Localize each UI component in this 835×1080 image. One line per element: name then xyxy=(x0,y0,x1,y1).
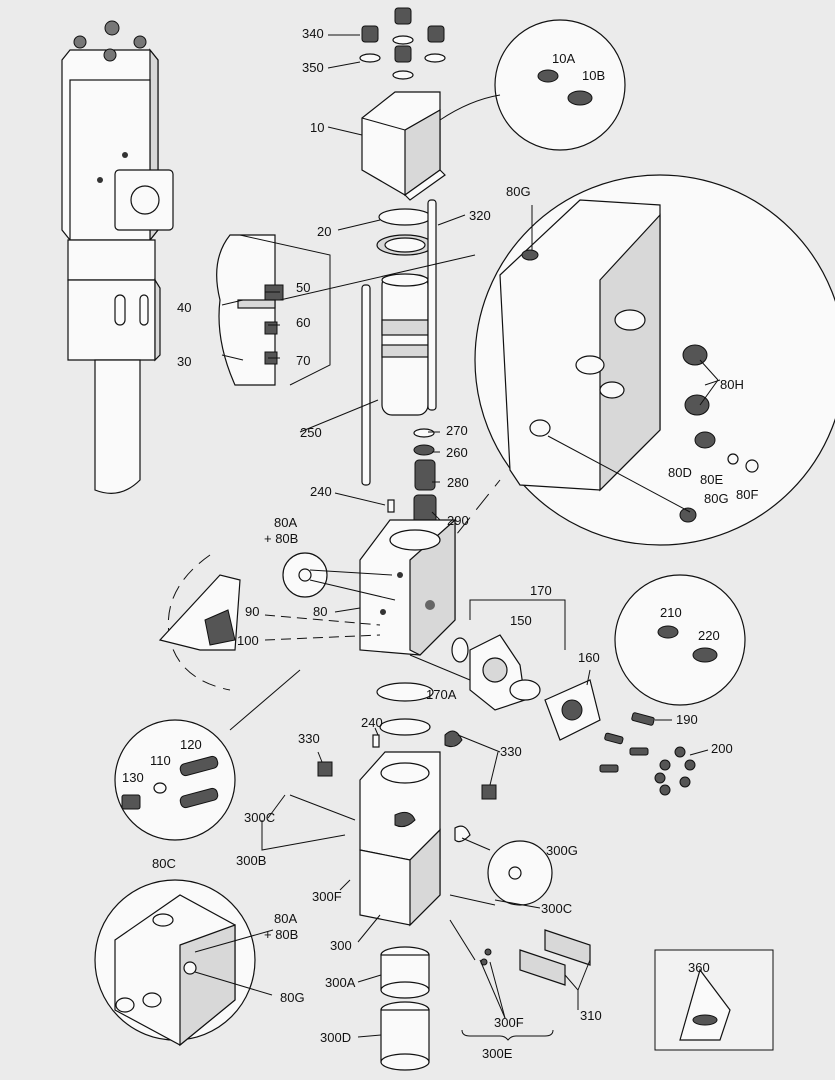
label-250: 250 xyxy=(300,425,322,440)
label-190: 190 xyxy=(676,712,698,727)
label-60: 60 xyxy=(296,315,310,330)
label-10A: 10A xyxy=(552,51,575,66)
label-280: 280 xyxy=(447,475,469,490)
label-100: 100 xyxy=(237,633,259,648)
label-110: 110 xyxy=(150,753,171,768)
label-330-left: 330 xyxy=(298,731,320,746)
label-120: 120 xyxy=(180,737,202,752)
label-240-top: 240 xyxy=(310,484,332,499)
label-40: 40 xyxy=(177,300,191,315)
label-310: 310 xyxy=(580,1008,602,1023)
detail-circle-300G xyxy=(487,840,553,906)
seal-kit-box xyxy=(654,949,774,1051)
pins-300C-300F xyxy=(449,894,496,966)
label-360: 360 xyxy=(688,960,710,975)
label-70: 70 xyxy=(296,353,310,368)
label-220: 220 xyxy=(698,628,720,643)
label-200: 200 xyxy=(711,741,733,756)
label-80G-mid: 80G xyxy=(704,491,729,506)
label-300D: 300D xyxy=(320,1030,351,1045)
assembled-breaker-illustration xyxy=(61,20,174,494)
label-350: 350 xyxy=(302,60,324,75)
label-20: 20 xyxy=(317,224,331,239)
label-80B-top: + 80B xyxy=(264,531,298,546)
seal-detail-section xyxy=(216,234,331,386)
label-270: 270 xyxy=(446,423,468,438)
label-80A-top: 80A xyxy=(274,515,297,530)
label-160: 160 xyxy=(578,650,600,665)
label-300A: 300A xyxy=(325,975,356,990)
label-260: 260 xyxy=(446,445,468,460)
label-130: 130 xyxy=(122,770,144,785)
label-300: 300 xyxy=(330,938,352,953)
label-320: 320 xyxy=(469,208,491,223)
label-90: 90 xyxy=(245,604,259,619)
label-80A-bot: 80A xyxy=(274,911,297,926)
nuts-and-washers xyxy=(359,7,446,80)
detail-circle-80A xyxy=(282,552,328,598)
label-300C-left: 300C xyxy=(244,810,275,825)
label-80G-bot: 80G xyxy=(280,990,305,1005)
main-valve-block xyxy=(359,499,456,656)
label-170A: 170A xyxy=(426,687,457,702)
lower-seal-rings xyxy=(376,682,463,748)
detail-circle-210-220 xyxy=(614,574,746,706)
label-170: 170 xyxy=(530,583,552,598)
cover-plates xyxy=(451,634,601,741)
label-150: 150 xyxy=(510,613,532,628)
wedges xyxy=(519,929,591,986)
bolts xyxy=(599,712,696,796)
label-300B: 300B xyxy=(236,853,266,868)
callout-labels: 340 350 10 10A 10B 20 320 80G 40 50 60 3… xyxy=(122,26,758,1061)
label-80D: 80D xyxy=(668,465,692,480)
label-10: 10 xyxy=(310,120,324,135)
label-240-mid: 240 xyxy=(361,715,383,730)
label-300C-right: 300C xyxy=(541,901,572,916)
detail-circle-seal-90-100 xyxy=(158,554,241,691)
label-340: 340 xyxy=(302,26,324,41)
label-80B-bot: + 80B xyxy=(264,927,298,942)
label-290: 290 xyxy=(447,513,469,528)
leader-lines xyxy=(194,34,721,1041)
label-300G: 300G xyxy=(546,843,578,858)
detail-circle-110-130 xyxy=(114,669,301,841)
label-300E: 300E xyxy=(482,1046,513,1061)
label-80F: 80F xyxy=(736,487,758,502)
bushings xyxy=(380,946,430,1071)
label-80: 80 xyxy=(313,604,327,619)
seals-and-piston xyxy=(361,199,437,526)
detail-circle-bottom xyxy=(94,879,256,1047)
label-300F-bot: 300F xyxy=(494,1015,524,1030)
label-30: 30 xyxy=(177,354,191,369)
label-80G-top: 80G xyxy=(506,184,531,199)
label-10B: 10B xyxy=(582,68,605,83)
label-80H: 80H xyxy=(720,377,744,392)
label-80E: 80E xyxy=(700,472,723,487)
label-50: 50 xyxy=(296,280,310,295)
label-80C: 80C xyxy=(152,856,176,871)
label-210: 210 xyxy=(660,605,682,620)
detail-circle-10 xyxy=(439,19,626,151)
label-330-right: 330 xyxy=(500,744,522,759)
top-cap-block xyxy=(361,91,446,201)
lower-body-block xyxy=(289,734,497,927)
label-300F-left: 300F xyxy=(312,889,342,904)
detail-circle-valve-block xyxy=(279,174,835,581)
